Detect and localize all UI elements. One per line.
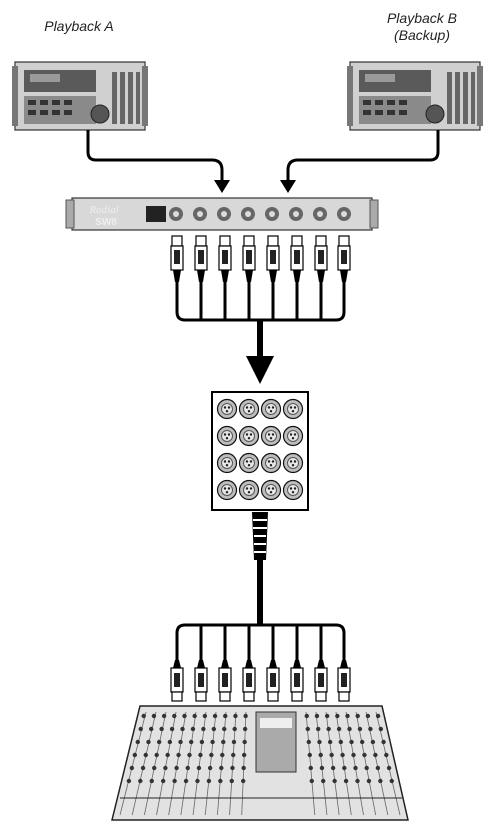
console-xlr-plug bbox=[242, 660, 256, 702]
playback-b-subtitle: (Backup) bbox=[393, 27, 451, 43]
snake-xlr-jack bbox=[238, 425, 260, 447]
playback-a-deck bbox=[12, 61, 148, 131]
switcher-output-loom bbox=[175, 282, 346, 360]
playback-b-label: Playback B (Backup) bbox=[377, 10, 467, 44]
console-xlr-plug bbox=[218, 660, 232, 702]
snake-xlr-jack bbox=[282, 425, 304, 447]
playback-b-deck bbox=[347, 61, 483, 131]
arrow-into-snake bbox=[246, 356, 274, 384]
sw8-switcher bbox=[65, 197, 379, 231]
console-xlr-plug bbox=[337, 660, 351, 702]
console-xlr-plug bbox=[266, 660, 280, 702]
snake-box bbox=[211, 391, 309, 511]
console-input-loom bbox=[175, 623, 346, 660]
snake-xlr-jack bbox=[238, 452, 260, 474]
snake-tail bbox=[252, 512, 268, 625]
snake-xlr-jack bbox=[282, 479, 304, 501]
snake-xlr-jack bbox=[260, 425, 282, 447]
console-xlr-plug bbox=[290, 660, 304, 702]
snake-xlr-jack bbox=[216, 479, 238, 501]
snake-xlr-jack bbox=[216, 452, 238, 474]
snake-xlr-jack bbox=[260, 398, 282, 420]
snake-xlr-jack bbox=[260, 452, 282, 474]
mixing-console bbox=[111, 705, 409, 821]
arrow-into-switcher-b bbox=[280, 180, 296, 193]
console-input-plugs bbox=[170, 660, 351, 702]
switcher-xlr-plug bbox=[314, 235, 328, 282]
deck-cables bbox=[86, 130, 440, 180]
console-xlr-plug bbox=[194, 660, 208, 702]
playback-b-title: Playback B bbox=[386, 10, 458, 26]
snake-xlr-jack bbox=[216, 398, 238, 420]
arrow-into-switcher-a bbox=[214, 180, 230, 193]
snake-xlr-jack bbox=[282, 452, 304, 474]
console-xlr-plug bbox=[314, 660, 328, 702]
snake-xlr-jack bbox=[216, 425, 238, 447]
switcher-xlr-plug bbox=[290, 235, 304, 282]
snake-xlr-jack bbox=[238, 479, 260, 501]
switcher-output-plugs bbox=[170, 235, 351, 282]
switcher-brand-bottom: SW8 bbox=[95, 217, 117, 228]
switcher-xlr-plug bbox=[170, 235, 184, 282]
switcher-xlr-plug bbox=[266, 235, 280, 282]
snake-xlr-jack bbox=[260, 479, 282, 501]
playback-a-label: Playback A bbox=[44, 18, 114, 34]
switcher-xlr-plug bbox=[337, 235, 351, 282]
switcher-xlr-plug bbox=[218, 235, 232, 282]
snake-xlr-jack bbox=[282, 398, 304, 420]
snake-xlr-jack bbox=[238, 398, 260, 420]
switcher-brand-top: Radial bbox=[88, 204, 118, 216]
console-xlr-plug bbox=[170, 660, 184, 702]
switcher-xlr-plug bbox=[242, 235, 256, 282]
switcher-xlr-plug bbox=[194, 235, 208, 282]
